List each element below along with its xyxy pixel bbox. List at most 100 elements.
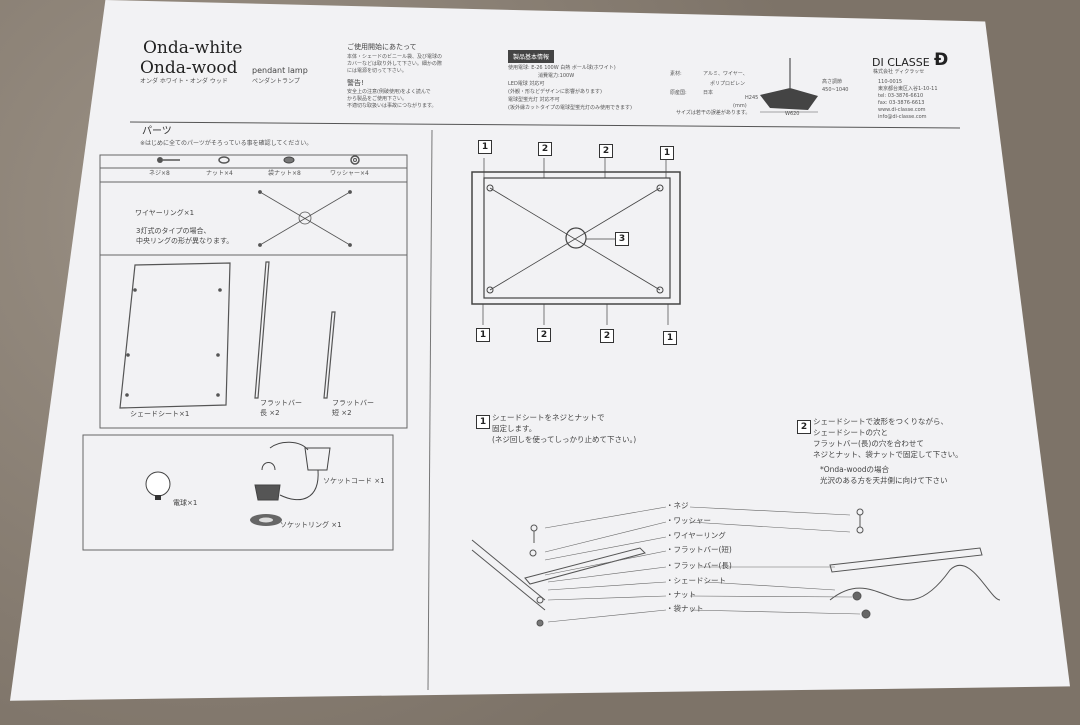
title-onda-wood: Onda-wood: [140, 58, 238, 78]
spec-line-3: LED電球 対応可: [508, 81, 545, 87]
callout-flat-bar-short: ・フラットバー(短): [666, 545, 732, 554]
socket-cord-label: ソケットコード ×1: [323, 477, 385, 485]
shade-sheet-label: シェードシート×1: [130, 410, 190, 418]
bulb-label: 電球×1: [173, 499, 198, 507]
screw-label: ネジ×8: [149, 170, 170, 177]
flat-bar-short-icon: [323, 311, 336, 399]
marker-3-center: 3: [615, 232, 629, 246]
spec-line-6: (坂外縁カットタイプの電球型蛍光灯のみ使用できます): [508, 105, 632, 111]
step-1-line-1: シェードシートをネジとナットで: [492, 413, 605, 422]
dim-height-label: 高さ調節: [822, 79, 843, 85]
callout-shade-sheet: ・シェードシート: [666, 576, 726, 585]
address-2: 東京都台東区入谷1-10-11: [878, 86, 938, 92]
flat-bar-short-count: 短 ×2: [332, 409, 352, 417]
step-1-number: 1: [476, 415, 490, 429]
origin-label: 原産国:: [670, 90, 687, 96]
tel: tel: 03-3876-6610: [878, 93, 924, 99]
usage-text-2: カバーなどは取り外して下さい。細かの際: [347, 61, 442, 67]
material-label: 素材:: [670, 71, 682, 77]
dim-mm: (mm): [733, 103, 747, 109]
spec-line-4: (外観・形などデザインに影響があります): [508, 89, 602, 95]
website: www.di-classe.com: [878, 107, 926, 113]
subtitle-english: pendant lamp: [252, 66, 308, 75]
callout-leaders: [544, 506, 861, 623]
wire-ring-label: ワイヤーリング×1: [135, 209, 195, 217]
spec-badge: 製品基本情報: [508, 50, 555, 63]
callout-cap-nut: ・袋ナット: [666, 604, 704, 613]
warning-text-3: 不適切な取扱いは事故につながります。: [347, 103, 437, 109]
dim-w: W620: [785, 111, 800, 117]
flat-bar-short-label: フラットバー: [332, 399, 374, 407]
step-2-line-3: フラットバー(長)の穴を合わせて: [813, 439, 924, 448]
callout-flat-bar-long: ・フラットバー(長): [666, 561, 732, 570]
shade-sheet-icon: [119, 262, 231, 409]
callout-wire-ring: ・ワイヤーリング: [666, 531, 726, 540]
step-2-line-2: シェードシートの穴と: [813, 428, 888, 437]
flat-bar-long-label: フラットバー: [260, 399, 302, 407]
exploded-view-step2: [829, 508, 1001, 619]
step-2-line-5: *Onda-woodの場合: [820, 465, 890, 474]
origin-value: 日本: [703, 90, 714, 96]
subtitle-japanese-2: ペンダントランプ: [252, 78, 300, 85]
usage-heading: ご使用開始にあたって: [347, 43, 417, 51]
marker-1-bottom-left: 1: [476, 328, 490, 342]
frame-diagram: [471, 158, 681, 325]
washer-icon: [350, 155, 360, 165]
cap-nut-icon: [283, 156, 295, 164]
step-2-number: 2: [797, 420, 811, 434]
socket-ring-icon: [250, 514, 282, 526]
parts-note: ※はじめに全てのパーツがそろっている事を確認してください。: [140, 140, 313, 147]
parts-heading: パーツ: [142, 126, 172, 137]
socket-ring-label: ソケットリング ×1: [280, 521, 342, 529]
warning-text-1: 安全上の注意(例破使用)をよく読んで: [347, 89, 431, 95]
step-2-line-1: シェードシートで波形をつくりながら、: [813, 417, 948, 426]
material-value-2: ポリプロピレン: [710, 81, 746, 87]
brand-japanese: 株式会社 ディクラッセ: [873, 69, 925, 75]
instruction-sheet: [10, 0, 1070, 701]
step-2-line-4: ネジとナット、袋ナットで固定して下さい。: [813, 450, 963, 459]
nut-label: ナット×4: [206, 170, 233, 177]
marker-1-bottom-right: 1: [663, 331, 677, 345]
callout-screw: ・ネジ: [666, 501, 689, 510]
usage-text-3: には電源を切って下さい。: [347, 68, 407, 74]
material-value: アルミ、ワイヤー、: [703, 71, 748, 77]
wire-ring-icon: [258, 190, 352, 247]
size-note: サイズは若干の誤差があります。: [676, 110, 751, 116]
callout-washer: ・ワッシャー: [666, 516, 711, 525]
spec-line-5: 電球型蛍光灯 対応不可: [508, 97, 560, 103]
marker-1-top-left: 1: [478, 140, 492, 154]
marker-2-bottom-left: 2: [537, 328, 551, 342]
address-1: 110-0015: [878, 79, 903, 85]
cap-nut-label: 袋ナット×8: [268, 170, 301, 177]
marker-2-top-left: 2: [538, 142, 552, 156]
usage-text-1: 本体・シェードのビニール袋、及び電球の: [347, 54, 443, 60]
warning-text-2: から製品をご使用下さい。: [347, 96, 408, 102]
screw-icon: [157, 157, 180, 163]
step-1-line-2: 固定します。: [492, 424, 537, 433]
flat-bar-long-icon: [254, 261, 270, 399]
warning-heading: 警告!: [347, 79, 364, 87]
subtitle-japanese: オンダ ホワイト・オンダ ウッド: [140, 78, 228, 85]
nut-icon: [218, 156, 230, 164]
exploded-view-step1: [471, 524, 646, 627]
dim-h: H245: [745, 95, 759, 101]
spec-line-1: 使用電球: E-26 100W 白熱 ボール球(ホワイト): [508, 65, 616, 71]
brand-name: DI CLASSE: [872, 56, 930, 69]
marker-2-top-right: 2: [599, 144, 613, 158]
spec-line-2: 消費電力:100W: [538, 73, 575, 79]
step-1-line-3: (ネジ回しを使ってしっかり止めて下さい。): [492, 435, 637, 444]
title-onda-white: Onda-white: [143, 38, 243, 58]
dim-height-value: 450~1040: [822, 87, 849, 93]
socket-cord-icon: [254, 441, 331, 501]
email: info@di-classe.com: [878, 114, 927, 120]
step-2-line-6: 光沢のある方を天井側に向けて下さい: [820, 476, 948, 485]
flat-bar-long-count: 長 ×2: [260, 409, 280, 417]
washer-label: ワッシャー×4: [330, 170, 369, 177]
marker-1-top-right: 1: [660, 146, 674, 160]
marker-2-bottom-right: 2: [600, 329, 614, 343]
brand-logo-icon: Ɖ: [934, 50, 949, 70]
fax: fax: 03-3876-6613: [878, 100, 925, 106]
wire-note-1: 3灯式のタイプの場合、: [136, 227, 211, 235]
wire-note-2: 中央リングの形が異なります。: [136, 237, 234, 245]
